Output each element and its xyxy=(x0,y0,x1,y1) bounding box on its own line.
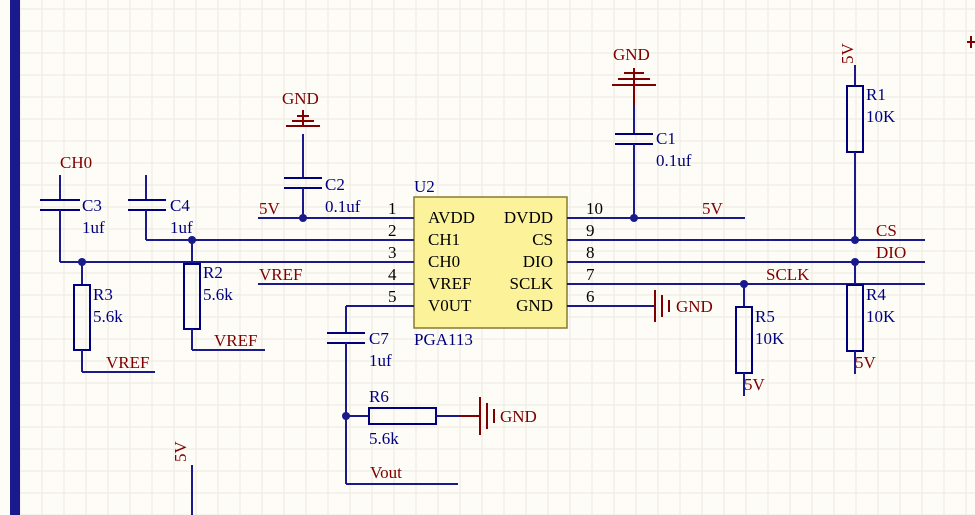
component-ref: R5 xyxy=(755,307,775,326)
net-label-5v: 5V xyxy=(855,353,877,372)
resistor-body xyxy=(368,407,437,425)
capacitor-c1[interactable]: C1 0.1uf xyxy=(615,85,692,218)
junction-dot xyxy=(299,214,307,222)
resistor-body xyxy=(183,263,201,330)
component-ref: C4 xyxy=(170,196,190,215)
pin-name: CS xyxy=(532,230,553,249)
component-value: 10K xyxy=(755,329,785,348)
component-ref: C1 xyxy=(656,129,676,148)
pin-number: 3 xyxy=(388,243,397,262)
ic-designator: U2 xyxy=(414,177,435,196)
pin-number: 1 xyxy=(388,199,397,218)
pin-number: 6 xyxy=(586,287,595,306)
background-grid xyxy=(19,0,975,515)
net-label-gnd: GND xyxy=(282,89,319,108)
net-label-ch0: CH0 xyxy=(60,153,92,172)
net-label-5v: 5V xyxy=(838,43,857,65)
net-label-5v: 5V xyxy=(259,199,281,218)
component-value: 5.6k xyxy=(203,285,233,304)
net-label-5v: 5V xyxy=(744,375,766,394)
pin-number: 7 xyxy=(586,265,595,284)
component-ref: R6 xyxy=(369,387,389,406)
component-value: 1uf xyxy=(369,351,392,370)
component-value: 0.1uf xyxy=(325,197,361,216)
net-label-gnd: GND xyxy=(676,297,713,316)
resistor-r2[interactable]: R2 5.6k xyxy=(183,240,265,351)
component-value: 1uf xyxy=(170,218,193,237)
component-value: 5.6k xyxy=(93,307,123,326)
component-value: 10K xyxy=(866,307,896,326)
component-ref: R1 xyxy=(866,85,886,104)
pin-name: DVDD xyxy=(504,208,553,227)
component-value: 5.6k xyxy=(369,429,399,448)
sheet-border xyxy=(10,0,20,515)
component-ref: C3 xyxy=(82,196,102,215)
pin-number: 8 xyxy=(586,243,595,262)
net-label-5v: 5V xyxy=(171,441,190,463)
junction-dot xyxy=(851,236,859,244)
component-ref: C7 xyxy=(369,329,389,348)
component-ref: R2 xyxy=(203,263,223,282)
pin-name: AVDD xyxy=(428,208,475,227)
component-value: 0.1uf xyxy=(656,151,692,170)
pin-number: 5 xyxy=(388,287,397,306)
net-label-vref: VREF xyxy=(259,265,302,284)
ground-symbol-c2: GND xyxy=(282,89,320,127)
ground-symbol-pin6: GND xyxy=(654,290,713,322)
resistor-r6[interactable]: R6 5.6k xyxy=(346,387,460,448)
net-label-gnd: GND xyxy=(500,407,537,426)
net-label-vout: Vout xyxy=(370,463,402,482)
component-ref: R3 xyxy=(93,285,113,304)
component-value: 10K xyxy=(866,107,896,126)
pin-name: CH0 xyxy=(428,252,460,271)
net-label-cs: CS xyxy=(876,221,897,240)
capacitor-c2[interactable]: C2 0.1uf xyxy=(284,134,361,218)
pin-number: 4 xyxy=(388,265,397,284)
junction-dot xyxy=(630,214,638,222)
resistor-r4[interactable]: R4 10K xyxy=(846,262,896,374)
pin-number: 2 xyxy=(388,221,397,240)
pin-name: V0UT xyxy=(428,296,472,315)
pin-name: SCLK xyxy=(510,274,554,293)
ic-part-number: PGA113 xyxy=(414,330,473,349)
resistor-r5[interactable]: R5 10K xyxy=(735,284,785,396)
net-label-gnd: GND xyxy=(613,45,650,64)
pin-name: DIO xyxy=(523,252,553,271)
pin-name: GND xyxy=(516,296,553,315)
net-label-sclk: SCLK xyxy=(766,265,810,284)
component-value: 1uf xyxy=(82,218,105,237)
net-label-vref: VREF xyxy=(214,331,257,350)
component-ref: C2 xyxy=(325,175,345,194)
net-label-vref: VREF xyxy=(106,353,149,372)
ic-u2[interactable]: U2 PGA113 1 2 3 4 5 AVDD CH1 CH0 VREF V0… xyxy=(60,177,925,349)
pin-name: VREF xyxy=(428,274,471,293)
pin-name: CH1 xyxy=(428,230,460,249)
resistor-r3[interactable]: R3 5.6k xyxy=(73,262,155,373)
net-label-5v: 5V xyxy=(702,199,724,218)
capacitor-c4[interactable]: C4 1uf xyxy=(128,196,193,240)
capacitor-c3[interactable]: C3 1uf xyxy=(40,196,105,262)
net-label-dio: DIO xyxy=(876,243,906,262)
resistor-r1[interactable]: R1 10K xyxy=(846,65,896,240)
component-ref: R4 xyxy=(866,285,886,304)
pin-number: 10 xyxy=(586,199,603,218)
pin-number: 9 xyxy=(586,221,595,240)
ground-symbol-r6: GND xyxy=(460,397,537,435)
ground-symbol-c1: GND xyxy=(612,45,656,86)
